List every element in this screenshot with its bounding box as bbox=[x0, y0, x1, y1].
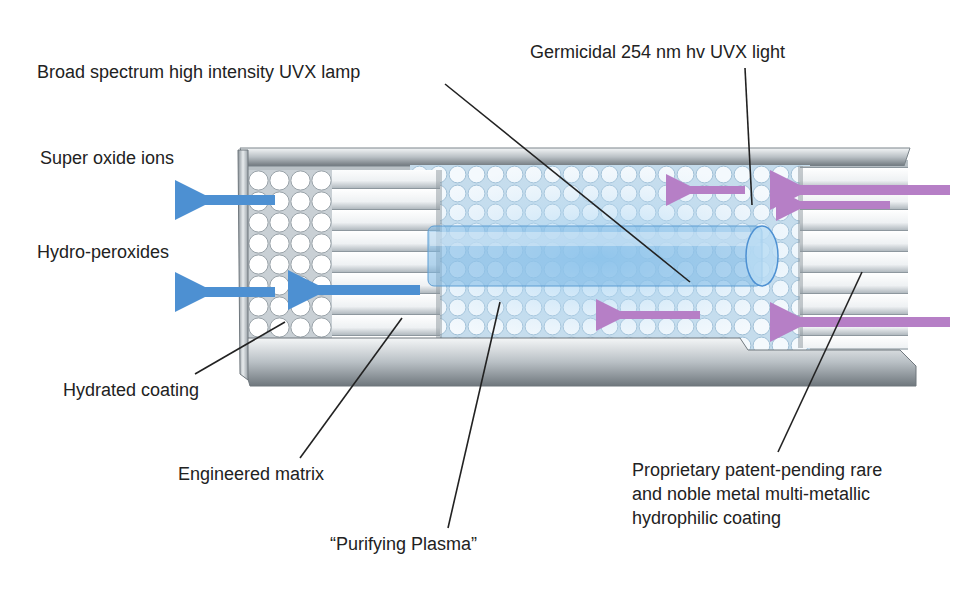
matrix-label: Engineered matrix bbox=[178, 462, 324, 486]
housing-bottom bbox=[246, 338, 916, 386]
lamp-highlight bbox=[430, 232, 760, 246]
coating-label: Proprietary patent-pending rare and nobl… bbox=[632, 458, 904, 530]
uvx-lamp bbox=[428, 226, 762, 286]
light-label: Germicidal 254 nm hv UVX light bbox=[530, 40, 785, 64]
outflow-arrow bbox=[205, 195, 275, 205]
leader-line bbox=[778, 272, 862, 452]
plasma-glow bbox=[370, 163, 830, 353]
leader-line bbox=[445, 84, 690, 282]
housing-top bbox=[240, 148, 910, 166]
lamp-label: Broad spectrum high intensity UVX lamp bbox=[37, 60, 360, 84]
plasma-label: “Purifying Plasma” bbox=[330, 532, 477, 556]
lamp-end bbox=[746, 226, 778, 286]
leader-line bbox=[300, 318, 402, 458]
tubes-left bbox=[332, 170, 440, 338]
leader-line bbox=[195, 322, 285, 374]
inflow-arrow bbox=[800, 185, 950, 195]
leader-line bbox=[448, 302, 500, 528]
output-label: Hydro-peroxides bbox=[37, 240, 169, 264]
inflow-arrow bbox=[690, 186, 745, 194]
inflow-arrow bbox=[800, 317, 950, 327]
inflow-arrow bbox=[800, 201, 890, 209]
output-label: Super oxide ions bbox=[40, 146, 174, 170]
coating-label: Hydrated coating bbox=[63, 378, 199, 402]
outflow-arrow bbox=[318, 285, 420, 295]
leader-line bbox=[745, 68, 752, 205]
inflow-arrow bbox=[620, 311, 700, 319]
outflow-arrow bbox=[205, 287, 275, 297]
